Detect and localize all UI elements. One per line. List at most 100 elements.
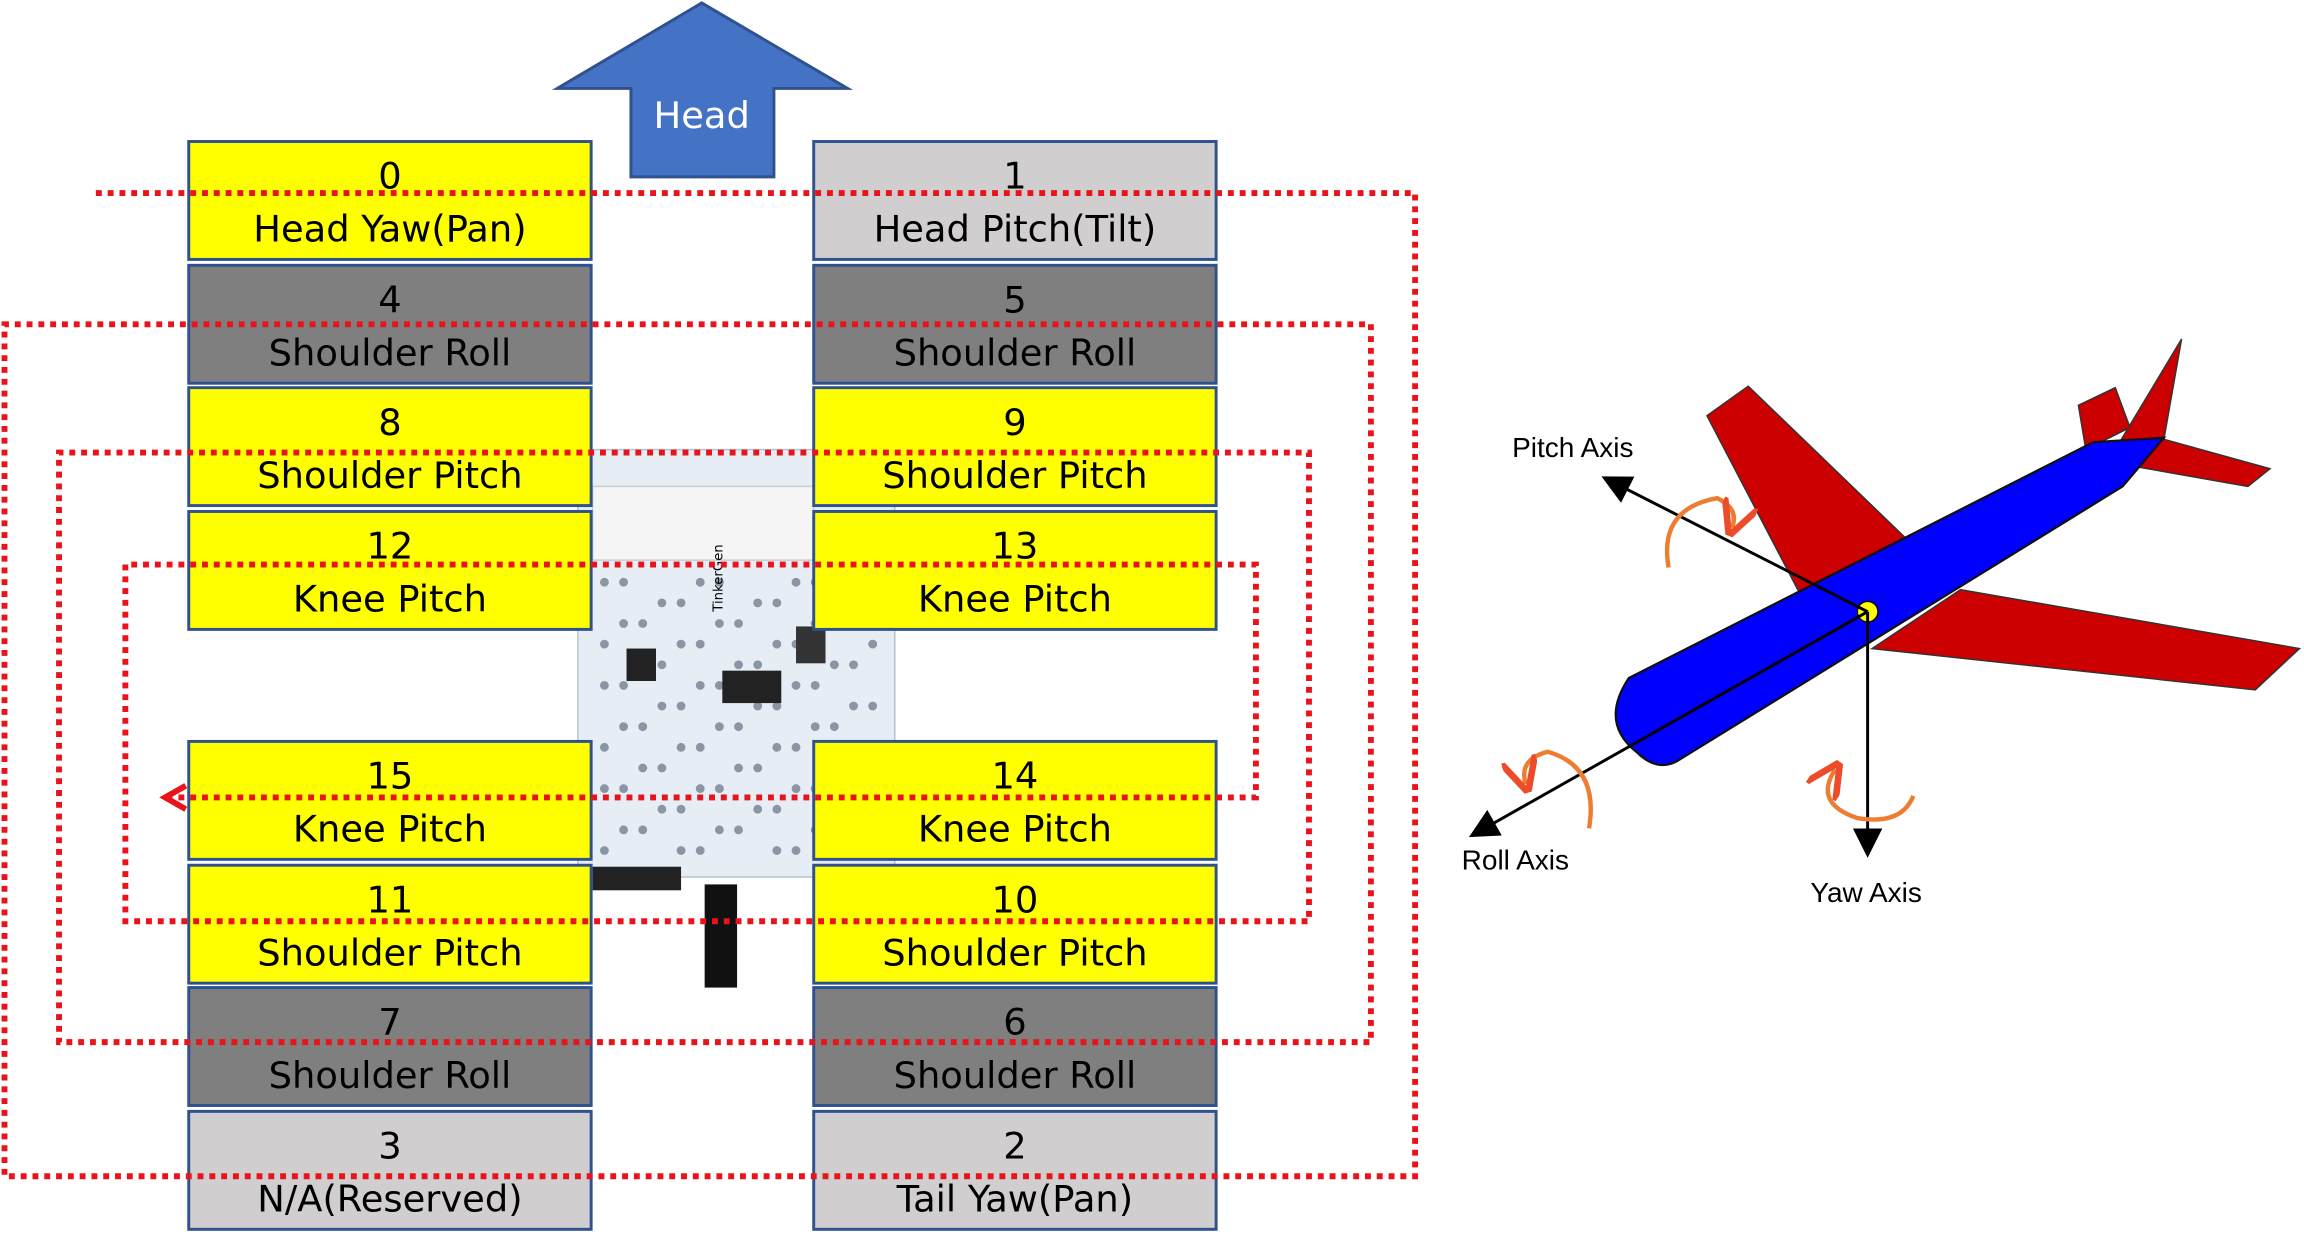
vertical-stabilizer bbox=[2113, 338, 2183, 451]
board-pad bbox=[638, 722, 648, 732]
board-pad bbox=[791, 577, 801, 587]
servo-channel-number: 12 bbox=[367, 525, 414, 568]
board-pad bbox=[638, 825, 648, 835]
yaw-rotation-icon bbox=[1828, 769, 1916, 822]
board-pad bbox=[810, 722, 820, 732]
servo-box-bg bbox=[812, 510, 1218, 631]
board-pad bbox=[695, 639, 705, 649]
lower-wing bbox=[1869, 588, 2302, 691]
board-pad bbox=[753, 763, 763, 773]
servo-channel-number: 13 bbox=[991, 525, 1038, 568]
roll-axis-label: Roll Axis bbox=[1462, 845, 1569, 876]
board-pad bbox=[868, 639, 878, 649]
servo-function-label: Knee Pitch bbox=[918, 808, 1112, 851]
board-pad bbox=[619, 784, 628, 794]
servo-box-bg bbox=[187, 510, 593, 631]
servo-box-bg bbox=[187, 1109, 593, 1231]
head-arrow: Head bbox=[551, 1, 854, 179]
servo-function-label: N/A(Reserved) bbox=[257, 1178, 522, 1221]
board-pad bbox=[791, 742, 801, 752]
servo-box-bg bbox=[812, 986, 1218, 1107]
board-pad bbox=[849, 701, 858, 711]
board-pad bbox=[734, 660, 743, 670]
servo-box-bg bbox=[812, 140, 1218, 261]
board-pad bbox=[791, 680, 801, 690]
board-pad bbox=[734, 619, 743, 628]
servo-box-bg bbox=[812, 1109, 1218, 1231]
board-pad bbox=[753, 660, 763, 670]
board-pad bbox=[714, 577, 724, 587]
board-pad bbox=[695, 742, 705, 752]
chain-end-arrow-icon bbox=[159, 783, 188, 812]
board-pad bbox=[657, 804, 667, 814]
pitch-rotation-icon bbox=[1664, 495, 1734, 568]
board-pad bbox=[619, 825, 628, 835]
servo-function-label: Shoulder Roll bbox=[894, 1054, 1137, 1097]
board-pad bbox=[657, 598, 667, 608]
board-pad bbox=[791, 846, 801, 855]
board-pad bbox=[714, 680, 724, 690]
board-pad bbox=[849, 660, 858, 670]
board-pad bbox=[772, 639, 782, 649]
board-pad bbox=[599, 577, 609, 587]
board-pad bbox=[829, 660, 839, 670]
servo-function-label: Shoulder Pitch bbox=[882, 931, 1147, 974]
board-pad bbox=[638, 619, 648, 628]
board-pad bbox=[772, 598, 782, 608]
servo-channel-number: 10 bbox=[991, 878, 1038, 921]
board-pad bbox=[695, 846, 705, 855]
roll-rotation-icon bbox=[1524, 749, 1593, 829]
servo-function-label: Knee Pitch bbox=[293, 578, 487, 621]
board-pad bbox=[599, 846, 609, 855]
board-pad bbox=[695, 784, 705, 794]
servo-function-label: Shoulder Roll bbox=[894, 332, 1137, 375]
board-pad bbox=[657, 660, 667, 670]
board-pad bbox=[599, 639, 609, 649]
board-pad bbox=[772, 804, 782, 814]
board-pad bbox=[829, 722, 839, 732]
servo-channel-number: 15 bbox=[367, 755, 414, 798]
board-pad bbox=[734, 825, 743, 835]
servo-channel-number: 7 bbox=[378, 1001, 401, 1044]
servo-box-3: 3N/A(Reserved) bbox=[187, 1109, 593, 1231]
servo-function-label: Tail Yaw(Pan) bbox=[896, 1178, 1133, 1221]
board-pad bbox=[714, 619, 724, 628]
board-pad bbox=[619, 577, 628, 587]
servo-channel-number: 3 bbox=[378, 1125, 401, 1168]
servo-channel-number: 1 bbox=[1003, 155, 1026, 198]
board-pad bbox=[695, 577, 705, 587]
servo-channel-number: 6 bbox=[1003, 1001, 1026, 1044]
servo-box-bg bbox=[187, 140, 593, 261]
servo-function-label: Knee Pitch bbox=[293, 808, 487, 851]
servo-function-label: Knee Pitch bbox=[918, 578, 1112, 621]
servo-function-label: Shoulder Pitch bbox=[882, 454, 1147, 497]
board-pad bbox=[638, 763, 648, 773]
board-pad bbox=[599, 742, 609, 752]
board-pad bbox=[868, 701, 878, 711]
board-pad bbox=[772, 846, 782, 855]
servo-channel-number: 2 bbox=[1003, 1125, 1026, 1168]
board-brand: TinkerGen bbox=[711, 544, 726, 612]
servo-channel-number: 5 bbox=[1003, 278, 1026, 321]
yaw-axis-label: Yaw Axis bbox=[1810, 877, 1922, 908]
servo-channel-number: 8 bbox=[378, 401, 401, 444]
servo-function-label: Shoulder Roll bbox=[269, 332, 512, 375]
servo-box-bg bbox=[187, 986, 593, 1107]
servo-function-label: Shoulder Roll bbox=[269, 1054, 512, 1097]
pitch-axis-label: Pitch Axis bbox=[1512, 432, 1633, 463]
servo-channel-number: 0 bbox=[378, 155, 401, 198]
board-pad bbox=[772, 742, 782, 752]
